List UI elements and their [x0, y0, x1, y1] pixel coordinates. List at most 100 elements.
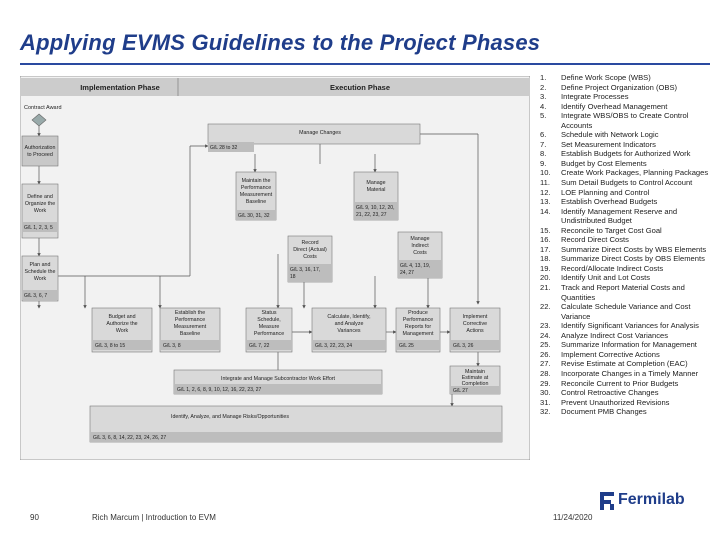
guideline-number: 3. — [540, 92, 547, 102]
guideline-item: 19.Record/Allocate Indirect Costs — [540, 264, 716, 274]
guideline-text: Identify Overhead Management — [561, 101, 668, 111]
guideline-item: 22.Calculate Schedule Variance and Cost … — [540, 302, 716, 321]
guideline-item: 6.Schedule with Network Logic — [540, 130, 716, 140]
svg-text:G/L 28 to 32: G/L 28 to 32 — [210, 145, 238, 151]
svg-text:G/L 3, 26: G/L 3, 26 — [453, 343, 474, 349]
guideline-item: 12.LOE Planning and Control — [540, 188, 716, 198]
svg-text:G/L 25: G/L 25 — [399, 343, 414, 349]
guideline-item: 29. Reconcile Current to Prior Budgets — [540, 379, 716, 389]
guideline-number: 2. — [540, 82, 547, 92]
guideline-item: 10.Create Work Packages, Planning Packag… — [540, 168, 716, 178]
guideline-number: 14. — [540, 206, 551, 216]
evms-process-diagram: Implementation Phase Execution Phase Con… — [20, 76, 530, 460]
guideline-item: 9.Budget by Cost Elements — [540, 159, 716, 169]
box-subcontractor: Integrate and Manage Subcontractor Work … — [173, 369, 383, 395]
phase-header-bar — [20, 78, 530, 96]
guideline-item: 21. Track and Report Material Costs and Q… — [540, 283, 716, 302]
guideline-text: Track and Report Material Costs and Quan… — [561, 283, 685, 302]
guideline-number: 25. — [540, 340, 551, 350]
guideline-item: 32.Document PMB Changes — [540, 407, 716, 417]
guideline-item: 23.Identify Significant Variances for An… — [540, 321, 716, 331]
guideline-text: Summarize Direct Costs by WBS Elements — [561, 244, 707, 254]
guideline-text: Incorporate Changes in a Timely Manner — [561, 368, 699, 378]
svg-text:Integrate and Manage Subcontra: Integrate and Manage Subcontractor Work … — [221, 376, 336, 382]
guideline-number: 16. — [540, 235, 551, 245]
guideline-item: 26.Implement Corrective Actions — [540, 350, 716, 360]
guideline-item: 27.Revise Estimate at Completion (EAC) — [540, 359, 716, 369]
guideline-text: Reconcile Current to Prior Budgets — [561, 378, 679, 388]
guideline-number: 31. — [540, 397, 551, 407]
svg-text:G/L 7, 22: G/L 7, 22 — [249, 343, 270, 349]
guideline-item: 17. Summarize Direct Costs by WBS Element… — [540, 245, 716, 255]
guideline-item: 13.Establish Overhead Budgets — [540, 197, 716, 207]
guideline-item: 5. Integrate WBS/OBS to Create Control Ac… — [540, 111, 716, 130]
guideline-item: 16.Record Direct Costs — [540, 235, 716, 245]
guideline-number: 26. — [540, 349, 551, 359]
svg-text:G/L 3, 8: G/L 3, 8 — [163, 343, 181, 349]
fermilab-logo: Fermilab — [598, 490, 710, 514]
svg-text:G/L 3, 6, 8, 14, 22, 23, 24, 2: G/L 3, 6, 8, 14, 22, 23, 24, 26, 27 — [93, 435, 166, 441]
guideline-item: 1.Define Work Scope (WBS) — [540, 73, 716, 83]
guideline-text: Integrate Processes — [561, 92, 629, 102]
fermilab-logo-text: Fermilab — [618, 491, 685, 508]
guideline-number: 8. — [540, 149, 547, 159]
box-manage-changes: Manage Changes G/L 28 to 32 — [207, 123, 421, 152]
svg-text:G/L 30, 31, 32: G/L 30, 31, 32 — [238, 213, 270, 219]
guideline-text: Integrate WBS/OBS to Create Control Acco… — [561, 111, 689, 130]
guideline-text: Sum Detail Budgets to Control Account — [561, 178, 693, 188]
footer-date: 11/24/2020 — [553, 513, 593, 522]
guideline-text: Identify Unit and Lot Costs — [561, 273, 651, 283]
guideline-text: Budget by Cost Elements — [561, 158, 647, 168]
guideline-item: 4. Identify Overhead Management — [540, 102, 716, 112]
guideline-number: 23. — [540, 321, 551, 331]
guideline-text: Summarize Information for Management — [561, 340, 697, 350]
guideline-number: 28. — [540, 368, 551, 378]
box-risk-management: Identify, Analyze, and Manage Risks/Oppo… — [89, 405, 503, 443]
guideline-number: 29. — [540, 378, 551, 388]
guideline-item: 20. Identify Unit and Lot Costs — [540, 273, 716, 283]
guideline-number: 18. — [540, 254, 551, 264]
guideline-number: 4. — [540, 101, 547, 111]
guideline-number: 21. — [540, 283, 551, 293]
guideline-text: Identify Management Reserve and Undistri… — [561, 206, 678, 226]
guideline-text: Revise Estimate at Completion (EAC) — [561, 359, 688, 369]
page-number: 90 — [30, 513, 39, 522]
fermilab-logo-icon — [600, 492, 614, 510]
guideline-text: Define Project Organization (OBS) — [561, 82, 678, 92]
slide-title: Applying EVMS Guidelines to the Project … — [20, 30, 541, 55]
svg-text:G/L 3, 6, 7: G/L 3, 6, 7 — [24, 293, 47, 299]
guideline-text: Document PMB Changes — [561, 407, 647, 417]
guideline-number: 19. — [540, 263, 551, 273]
guideline-text: LOE Planning and Control — [561, 187, 650, 197]
guideline-number: 5. — [540, 111, 547, 121]
svg-text:G/L 27: G/L 27 — [453, 388, 468, 394]
guideline-number: 15. — [540, 225, 551, 235]
guideline-number: 13. — [540, 197, 551, 207]
guideline-item: 7.Set Measurement Indicators — [540, 140, 716, 150]
guideline-number: 17. — [540, 244, 551, 254]
svg-text:G/L 4, 13, 19,24, 27: G/L 4, 13, 19,24, 27 — [400, 263, 430, 276]
guideline-item: 31.Prevent Unauthorized Revisions — [540, 398, 716, 408]
svg-text:G/L 9, 10, 12, 20,21, 22, 23,: G/L 9, 10, 12, 20,21, 22, 23, 27 — [356, 205, 394, 218]
guideline-item: 15.Reconcile to Target Cost Goal — [540, 226, 716, 236]
guideline-number: 20. — [540, 273, 551, 283]
guideline-text: Analyze Indirect Cost Variances — [561, 330, 669, 340]
